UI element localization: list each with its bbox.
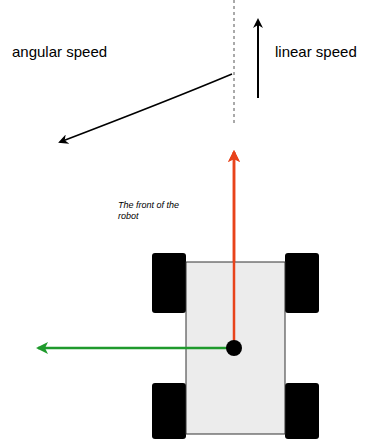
wheel: [285, 253, 319, 313]
wheel: [152, 383, 186, 439]
axis-line: [234, 0, 235, 126]
front-arrow-top: [233, 152, 236, 346]
angular-arrow: [60, 74, 232, 142]
side-arrow: [38, 347, 232, 350]
center-point: [226, 340, 242, 356]
annotation-label: linear speed: [275, 43, 357, 60]
annotation-label: angular speed: [12, 43, 107, 60]
wheel: [152, 253, 186, 313]
front-arrow: [233, 152, 236, 346]
wheel: [285, 383, 319, 439]
annotation-label: The front of the robot: [118, 200, 200, 222]
linear-arrow: [257, 20, 259, 98]
